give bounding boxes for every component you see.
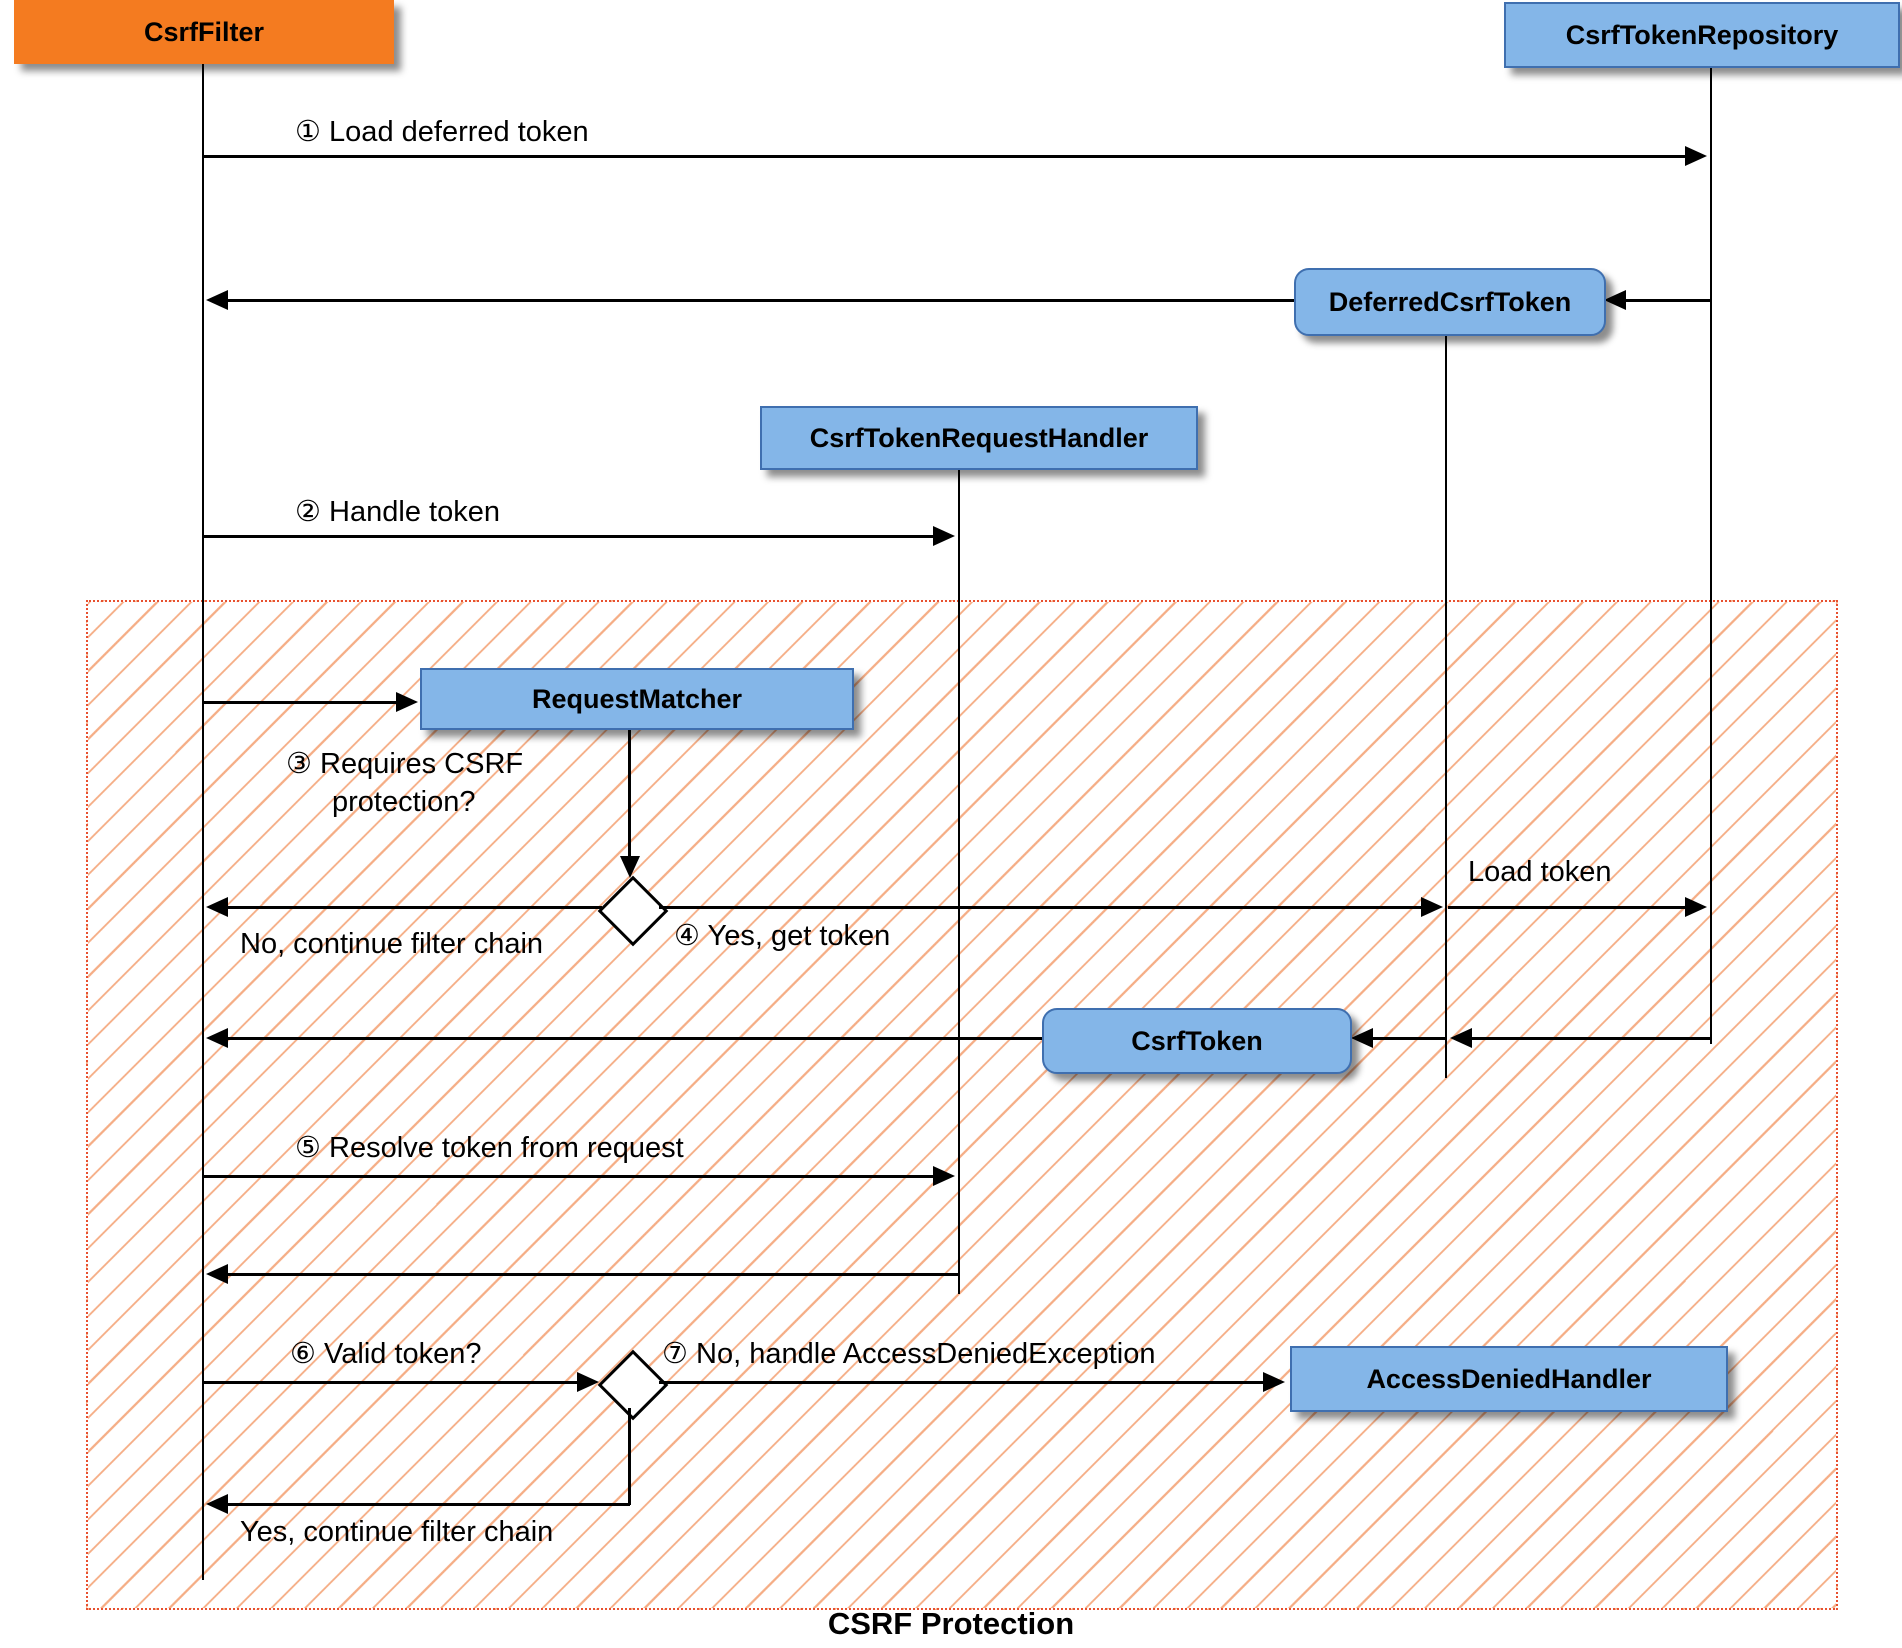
yes-get-token-label: ④ Yes, get token (674, 920, 891, 952)
access-denied-line (659, 1381, 1265, 1384)
valid-token-line (203, 1381, 580, 1384)
arrowhead-right-icon (933, 1166, 955, 1186)
no-continue-line (226, 906, 602, 909)
filter-to-request-matcher-line (203, 701, 398, 704)
arrowhead-right-icon (1263, 1372, 1285, 1392)
csrf-token-repository-lifeline (1710, 64, 1712, 1044)
decision-down-line (628, 1408, 631, 1505)
csrf-token-request-handler-object: CsrfTokenRequestHandler (760, 406, 1198, 470)
repository-to-deferred-token-line (1624, 299, 1711, 302)
arrowhead-right-icon (577, 1372, 599, 1392)
diagram-title: CSRF Protection (827, 1606, 1075, 1641)
arrowhead-down-icon (620, 856, 640, 878)
handle-token-line (203, 535, 935, 538)
csrf-token-repository-actor: CsrfTokenRepository (1504, 2, 1900, 68)
resolve-token-from-request-label: ⑤ Resolve token from request (295, 1132, 684, 1164)
valid-token-label: ⑥ Valid token? (290, 1338, 482, 1370)
arrowhead-right-icon (1685, 897, 1707, 917)
deferred-csrf-token-lifeline (1445, 331, 1447, 1078)
handle-token-label: ② Handle token (295, 496, 500, 528)
resolve-token-line (203, 1175, 935, 1178)
load-token-line (1448, 906, 1688, 909)
deferred-csrf-token-object: DeferredCsrfToken (1294, 268, 1606, 336)
csrf-token-request-handler-lifeline (958, 464, 960, 1294)
no-handle-access-denied-label: ⑦ No, handle AccessDeniedException (662, 1338, 1156, 1370)
arrowhead-right-icon (396, 692, 418, 712)
deferred-token-to-filter-line (226, 299, 1294, 302)
arrowhead-right-icon (1421, 897, 1443, 917)
arrowhead-left-icon (206, 290, 228, 310)
csrf-token-object: CsrfToken (1042, 1008, 1352, 1074)
deferred-to-csrf-token-line (1371, 1037, 1446, 1040)
access-denied-handler-object: AccessDeniedHandler (1290, 1346, 1728, 1412)
repository-to-deferred-lifeline-line (1470, 1037, 1711, 1040)
csrf-protection-region (86, 600, 1838, 1610)
no-continue-filter-chain-label: No, continue filter chain (240, 928, 544, 960)
csrf-token-to-filter-line (226, 1037, 1042, 1040)
yes-continue-filter-chain-label: Yes, continue filter chain (240, 1516, 554, 1548)
arrowhead-left-icon (206, 897, 228, 917)
arrowhead-left-icon (1450, 1028, 1472, 1048)
load-deferred-token-line (203, 155, 1687, 158)
csrf-filter-actor: CsrfFilter (14, 0, 394, 64)
arrowhead-right-icon (933, 526, 955, 546)
load-deferred-token-label: ① Load deferred token (295, 116, 589, 148)
arrowhead-left-icon (206, 1494, 228, 1514)
arrowhead-left-icon (206, 1264, 228, 1284)
request-matcher-to-decision-line (628, 726, 631, 858)
yes-continue-line (226, 1503, 630, 1506)
handler-return-line (226, 1273, 959, 1276)
load-token-label: Load token (1468, 856, 1612, 888)
csrf-filter-lifeline (202, 64, 204, 1580)
request-matcher-object: RequestMatcher (420, 668, 854, 730)
yes-get-token-line (659, 906, 1423, 909)
arrowhead-left-icon (1351, 1028, 1373, 1048)
arrowhead-left-icon (1604, 290, 1626, 310)
arrowhead-right-icon (1685, 146, 1707, 166)
requires-csrf-protection-label: ③ Requires CSRF protection? (286, 748, 524, 818)
arrowhead-left-icon (206, 1028, 228, 1048)
